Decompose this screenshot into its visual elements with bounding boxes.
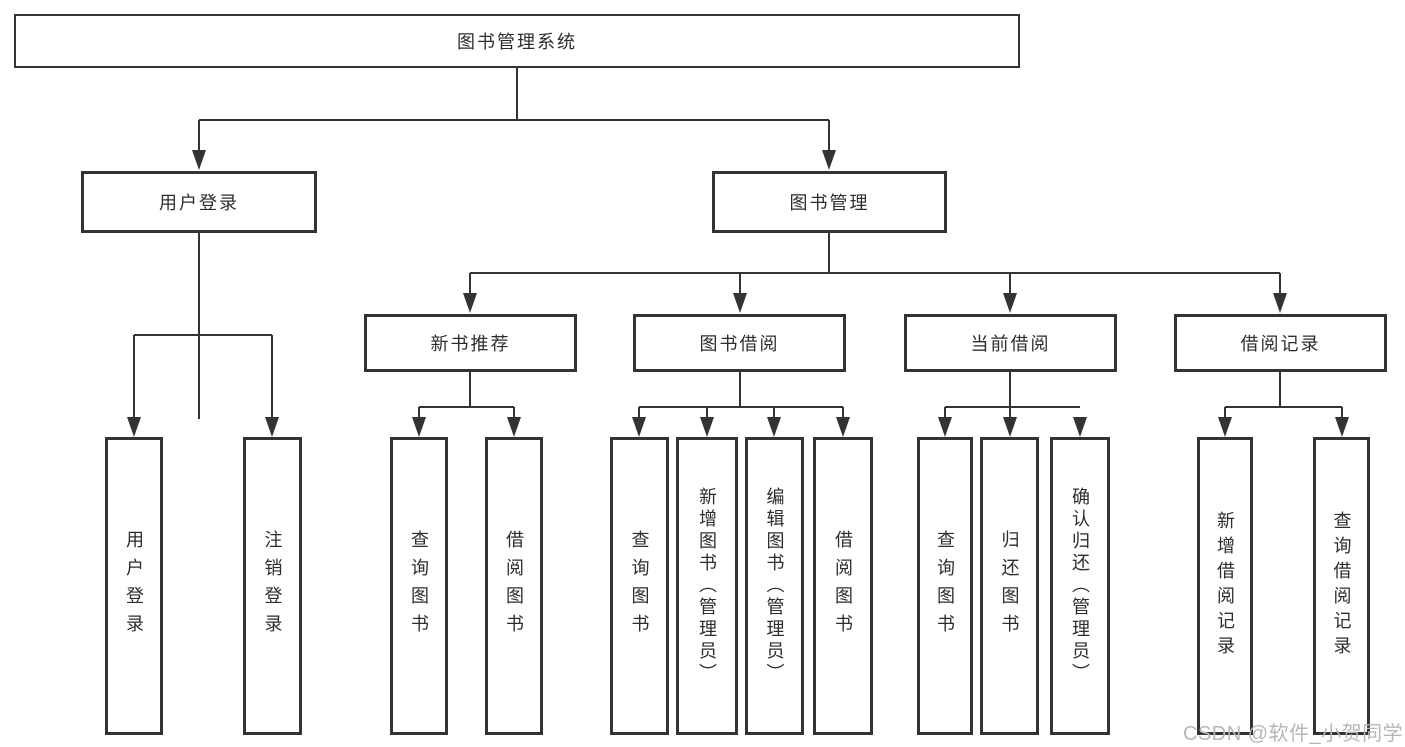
leaf-borrow-book: 借阅图书 xyxy=(813,437,873,735)
leaf-return-book: 归还图书 xyxy=(980,437,1039,735)
node-book-management-label: 图书管理 xyxy=(789,193,870,213)
leaf-add-borrow-record-label: 新增借阅记录 xyxy=(1215,511,1235,661)
leaf-query-book-borrow-label: 查询图书 xyxy=(629,530,650,642)
node-root-label: 图书管理系统 xyxy=(457,32,577,52)
node-book-borrow: 图书借阅 xyxy=(633,314,846,372)
leaf-borrow-book-label: 借阅图书 xyxy=(833,530,853,642)
leaf-query-book-recommend: 查询图书 xyxy=(390,437,448,735)
node-user-login-label: 用户登录 xyxy=(159,193,239,213)
node-book-borrow-label: 图书借阅 xyxy=(699,334,780,354)
leaf-edit-book-admin-label: 编辑图书（管理员） xyxy=(764,487,785,685)
leaf-add-borrow-record: 新增借阅记录 xyxy=(1197,437,1253,735)
leaf-query-borrow-record: 查询借阅记录 xyxy=(1313,437,1370,735)
leaf-confirm-return-admin: 确认归还（管理员） xyxy=(1050,437,1110,735)
leaf-add-book-admin-label: 新增图书（管理员） xyxy=(697,487,717,685)
leaf-edit-book-admin: 编辑图书（管理员） xyxy=(745,437,804,735)
node-new-book-recommend-label: 新书推荐 xyxy=(430,334,511,354)
leaf-logout-label: 注销登录 xyxy=(262,530,283,642)
node-user-login: 用户登录 xyxy=(81,171,317,233)
leaf-user-login-label: 用户登录 xyxy=(124,530,144,642)
node-book-management: 图书管理 xyxy=(712,171,947,233)
leaf-query-borrow-record-label: 查询借阅记录 xyxy=(1331,511,1352,661)
leaf-borrow-book-recommend-label: 借阅图书 xyxy=(504,530,524,642)
leaf-query-book-borrow: 查询图书 xyxy=(610,437,669,735)
node-current-borrow-label: 当前借阅 xyxy=(970,334,1051,354)
arrowheads xyxy=(127,150,1349,437)
leaf-user-login: 用户登录 xyxy=(105,437,163,735)
node-borrow-record: 借阅记录 xyxy=(1174,314,1387,372)
csdn-watermark: CSDN @软件_小贺同学 xyxy=(1183,723,1404,745)
node-root-system: 图书管理系统 xyxy=(14,14,1020,68)
node-new-book-recommend: 新书推荐 xyxy=(364,314,577,372)
leaf-query-book-current: 查询图书 xyxy=(917,437,973,735)
leaf-return-book-label: 归还图书 xyxy=(999,530,1020,642)
leaf-query-book-current-label: 查询图书 xyxy=(935,530,955,642)
leaf-borrow-book-recommend: 借阅图书 xyxy=(485,437,543,735)
leaf-add-book-admin: 新增图书（管理员） xyxy=(676,437,738,735)
node-current-borrow: 当前借阅 xyxy=(904,314,1117,372)
leaf-logout: 注销登录 xyxy=(243,437,302,735)
leaf-query-book-recommend-label: 查询图书 xyxy=(409,530,429,642)
node-borrow-record-label: 借阅记录 xyxy=(1240,334,1321,354)
leaf-confirm-return-admin-label: 确认归还（管理员） xyxy=(1070,487,1090,685)
